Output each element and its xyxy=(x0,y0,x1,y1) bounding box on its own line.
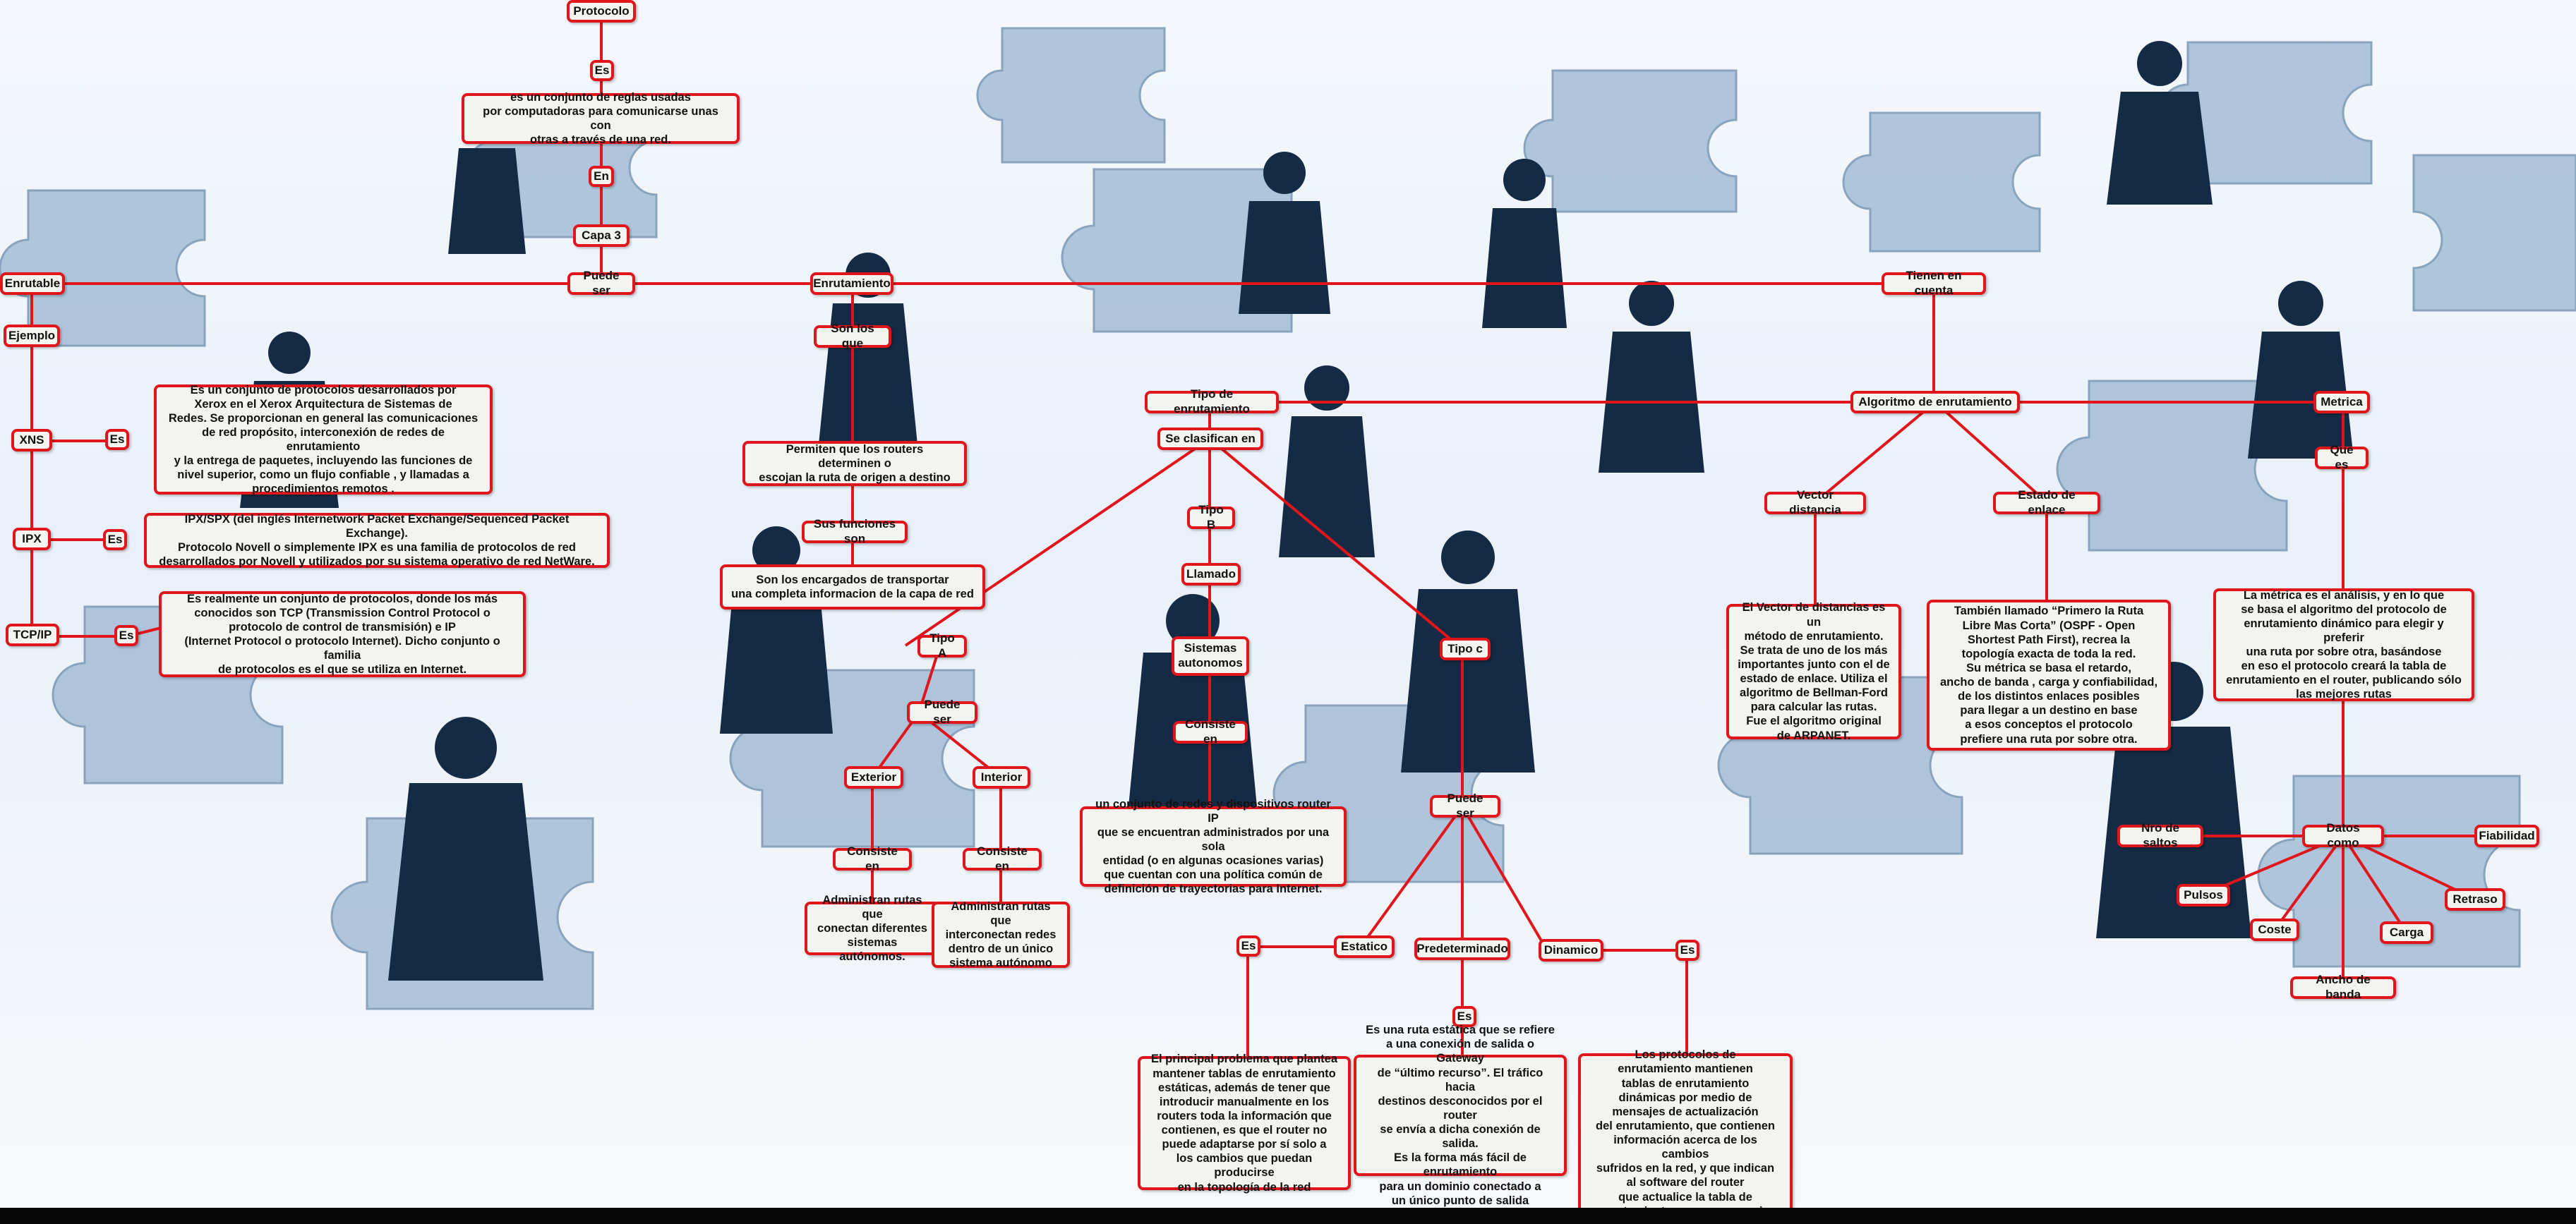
link-es-estatico[interactable]: Es xyxy=(1236,935,1260,957)
node-definicion-ipx[interactable]: IPX/SPX (del inglés Internetwork Packet … xyxy=(144,513,610,568)
link-puede-ser[interactable]: Puede ser xyxy=(567,272,635,295)
node-definicion-estado-de-enlace[interactable]: También llamado “Primero la Ruta Libre M… xyxy=(1927,600,2171,751)
link-en[interactable]: En xyxy=(589,166,614,187)
node-sistemas-autonomos[interactable]: Sistemas autonomos xyxy=(1172,636,1249,676)
link-consiste-en-interior[interactable]: Consiste en xyxy=(963,848,1042,871)
node-funciones-enrutamiento[interactable]: Son los encargados de transportar una co… xyxy=(720,564,985,610)
link-es[interactable]: Es xyxy=(590,60,614,81)
link-es-ipx[interactable]: Es xyxy=(103,529,127,550)
bottom-bar xyxy=(0,1208,2576,1224)
node-estado-de-enlace[interactable]: Estado de enlace xyxy=(1993,492,2100,514)
node-exterior[interactable]: Exterior xyxy=(844,766,903,789)
node-xns[interactable]: XNS xyxy=(11,429,52,452)
node-dinamico[interactable]: Dinamico xyxy=(1539,939,1603,962)
link-es-tcp[interactable]: Es xyxy=(114,625,138,646)
node-pulsos[interactable]: Pulsos xyxy=(2177,884,2230,907)
node-definicion-metrica[interactable]: La métrica es el análisis, y en lo que s… xyxy=(2213,588,2474,701)
node-capa-3[interactable]: Capa 3 xyxy=(573,224,630,247)
node-definicion-predeterminado[interactable]: Es una ruta estática que se refiere a un… xyxy=(1354,1055,1567,1176)
node-definicion-vector-distancia[interactable]: El Vector de distancias es un método de … xyxy=(1726,604,1901,739)
node-protocolo[interactable]: Protocolo xyxy=(567,0,636,23)
link-sus-funciones[interactable]: Sus funciones son xyxy=(802,521,908,543)
node-interior[interactable]: Interior xyxy=(973,766,1030,789)
node-tipo-b[interactable]: Tipo B xyxy=(1187,507,1235,529)
node-estatico[interactable]: Estatico xyxy=(1334,935,1395,958)
link-se-clasifican-en[interactable]: Se clasifican en xyxy=(1157,428,1263,450)
node-definicion-xns[interactable]: Es un conjunto de protocolos desarrollad… xyxy=(154,384,493,495)
node-definicion-interior[interactable]: Administran rutas que interconectan rede… xyxy=(932,902,1070,968)
link-consiste-en-b[interactable]: Consiste en xyxy=(1173,721,1248,744)
node-definicion-dinamico[interactable]: Los protocolos de enrutamiento mantienen… xyxy=(1578,1053,1793,1213)
node-tcp-ip[interactable]: TCP/IP xyxy=(6,624,59,646)
link-puede-ser-c[interactable]: Puede ser xyxy=(1430,795,1500,818)
link-puede-ser-a[interactable]: Puede ser xyxy=(907,701,977,724)
node-coste[interactable]: Coste xyxy=(2250,919,2299,941)
node-tipo-de-enrutamiento[interactable]: Tipo de enrutamiento xyxy=(1145,391,1279,413)
node-retraso[interactable]: Retraso xyxy=(2445,888,2505,911)
node-predeterminado[interactable]: Predeterminado xyxy=(1414,938,1510,960)
node-ancho-de-banda[interactable]: Ancho de banda xyxy=(2290,976,2396,999)
node-definicion-enrutamiento[interactable]: Permiten que los routers determinen o es… xyxy=(742,441,967,486)
link-es-xns[interactable]: Es xyxy=(105,429,129,450)
link-son-los-que[interactable]: Son los que xyxy=(814,325,891,348)
link-consiste-en-exterior[interactable]: Consiste en xyxy=(833,848,912,871)
node-algoritmo-de-enrutamiento[interactable]: Algoritmo de enrutamiento xyxy=(1850,391,2020,413)
link-que-es[interactable]: Que es xyxy=(2315,447,2369,469)
node-ipx[interactable]: IPX xyxy=(13,528,51,550)
link-tienen-en-cuenta[interactable]: Tienen en cuenta xyxy=(1882,272,1986,295)
node-enrutable[interactable]: Enrutable xyxy=(0,272,65,295)
node-vector-distancia[interactable]: Vector distancia xyxy=(1764,492,1866,514)
node-fiabilidad[interactable]: Fiabilidad xyxy=(2474,825,2539,847)
node-definicion-tcp-ip[interactable]: Es realmente un conjunto de protocolos, … xyxy=(159,591,526,677)
node-definicion-protocolo[interactable]: es un conjunto de reglas usadas por comp… xyxy=(462,93,740,144)
link-datos-como[interactable]: Datos como xyxy=(2302,825,2384,847)
node-tipo-a[interactable]: Tipo A xyxy=(917,635,967,658)
link-es-dinamico[interactable]: Es xyxy=(1675,940,1699,961)
node-tipo-c[interactable]: Tipo c xyxy=(1440,638,1491,660)
node-metrica[interactable]: Metrica xyxy=(2313,391,2370,413)
link-ejemplo[interactable]: Ejemplo xyxy=(4,325,60,347)
node-definicion-sistemas-autonomos[interactable]: un conjunto de redes y dispositivos rout… xyxy=(1080,806,1347,887)
node-nro-de-saltos[interactable]: Nro de saltos xyxy=(2117,825,2203,847)
node-carga[interactable]: Carga xyxy=(2380,921,2433,944)
node-enrutamiento[interactable]: Enrutamiento xyxy=(810,272,893,295)
node-definicion-estatico[interactable]: El principal problema que plantea manten… xyxy=(1138,1056,1351,1190)
link-llamado[interactable]: Llamado xyxy=(1181,563,1241,586)
node-definicion-exterior[interactable]: Administran rutas que conectan diferente… xyxy=(805,902,940,955)
